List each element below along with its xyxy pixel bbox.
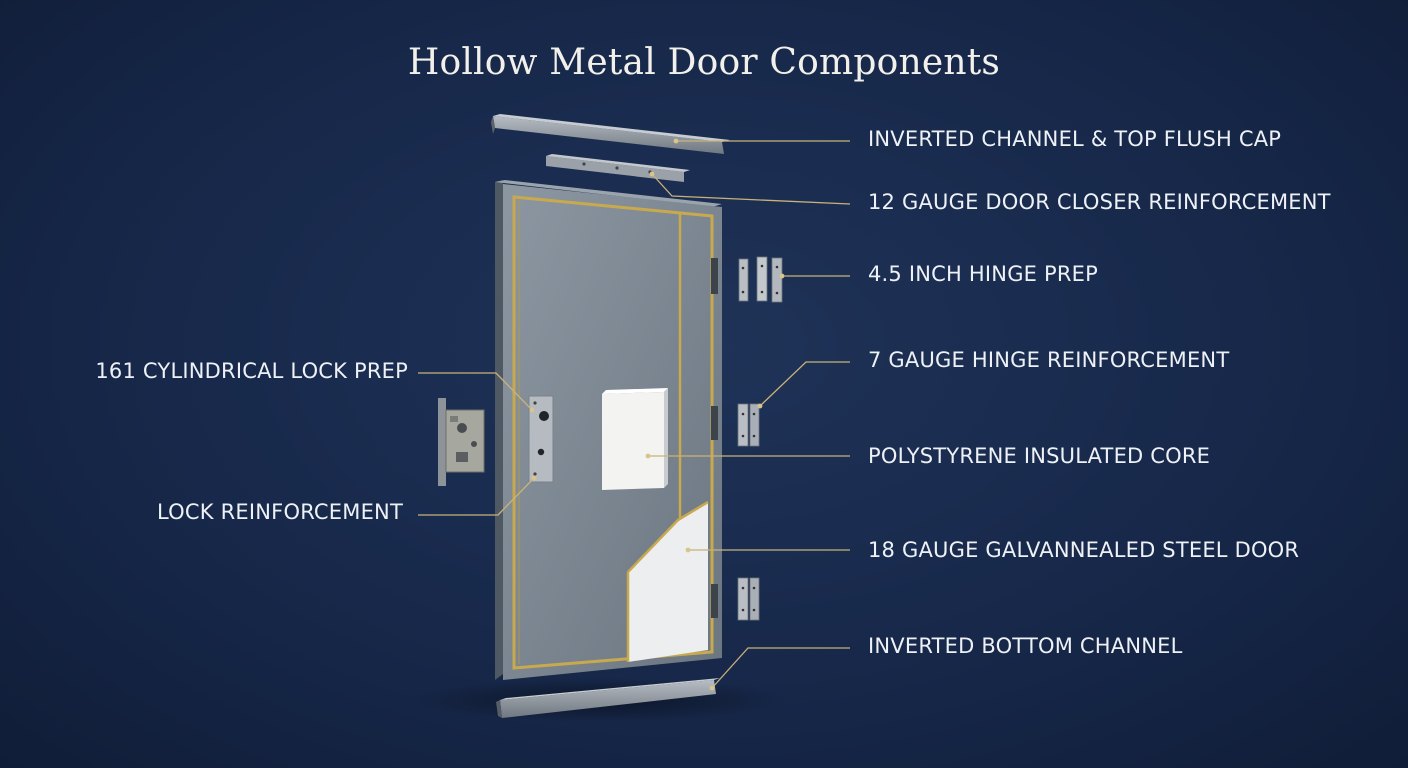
diagram-title: Hollow Metal Door Components xyxy=(407,42,1001,83)
hinge-reinforcement-part xyxy=(737,403,760,447)
bottom-channel-part xyxy=(496,678,720,718)
core-block-part xyxy=(602,388,668,490)
leader-bottom-channel xyxy=(711,647,850,689)
insulated-core-cutaway xyxy=(626,500,709,662)
lower-hinge-part xyxy=(737,577,760,621)
callout-hinge-prep: 4.5 INCH HINGE PREP xyxy=(868,262,1099,286)
leader-hinge-reinforcement xyxy=(759,361,850,407)
leader-lock-reinforcement xyxy=(418,477,535,516)
callout-hinge-reinforcement: 7 GAUGE HINGE REINFORCEMENT xyxy=(868,348,1230,372)
callout-closer-reinforcement: 12 GAUGE DOOR CLOSER REINFORCEMENT xyxy=(868,190,1331,214)
callout-core: POLYSTYRENE INSULATED CORE xyxy=(868,444,1211,468)
callout-steel-door: 18 GAUGE GALVANNEALED STEEL DOOR xyxy=(868,538,1300,562)
mortise-lock-part xyxy=(438,398,485,486)
top-channel-part xyxy=(491,114,730,154)
hinge-prep-part xyxy=(738,256,783,303)
leader-dots xyxy=(529,138,785,691)
closer-reinforcement-part xyxy=(546,154,690,182)
leader-closer xyxy=(651,173,851,205)
lock-reinforcement-plate xyxy=(528,395,554,483)
leader-lock-prep xyxy=(418,372,533,411)
callout-lock-reinforcement: LOCK REINFORCEMENT xyxy=(157,500,403,524)
door-edge-hinges xyxy=(711,258,718,618)
callout-lock-prep: 161 CYLINDRICAL LOCK PREP xyxy=(95,359,408,383)
leader-lines xyxy=(418,140,851,689)
callout-bottom-channel: INVERTED BOTTOM CHANNEL xyxy=(868,634,1183,658)
callout-top-cap: INVERTED CHANNEL & TOP FLUSH CAP xyxy=(868,127,1282,151)
